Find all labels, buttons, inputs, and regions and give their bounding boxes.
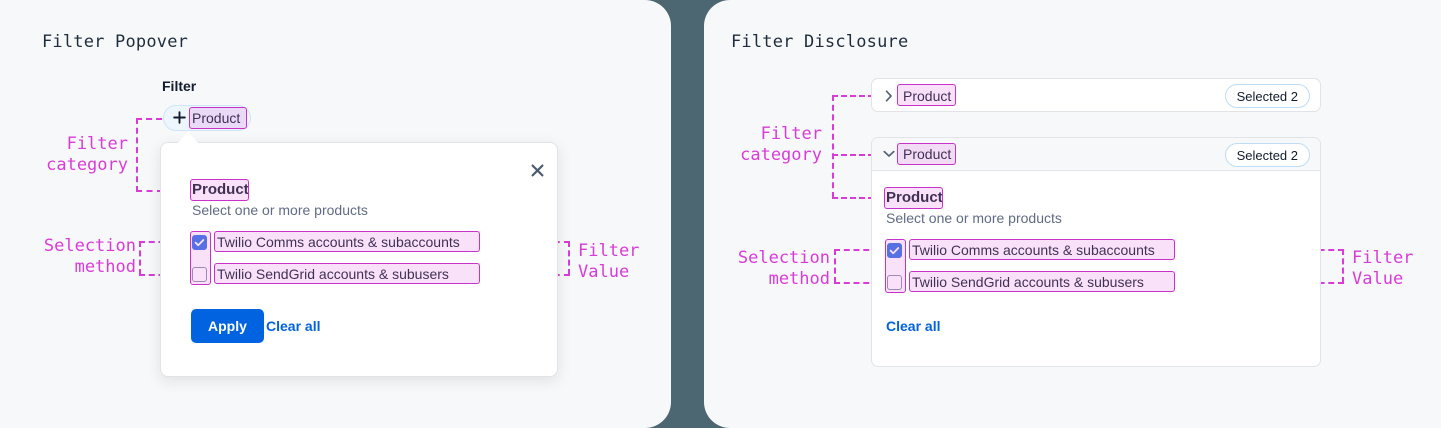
popover-subtext: Select one or more products [192, 202, 368, 218]
annotation-bracket-right-category-top [832, 95, 874, 97]
chevron-right-icon [883, 89, 895, 102]
chevron-down-icon [883, 150, 895, 158]
annotation-bracket-right-selection-top [834, 249, 879, 251]
annotation-bracket-left-selection-vertical [139, 241, 141, 275]
disclosure-expanded: Product Selected 2 [871, 137, 1321, 367]
annotation-bracket-right-selection-vertical [834, 249, 836, 283]
annotation-bracket-left-category-top [136, 118, 172, 120]
annotation-filter-category-left: Filter category [46, 134, 128, 175]
panel-title-right: Filter Disclosure [731, 32, 909, 52]
checkbox-label: Twilio SendGrid accounts & subusers [217, 266, 449, 282]
annotation-bracket-left-value-vertical [568, 241, 570, 275]
annotation-bracket-right-value-vertical [1342, 249, 1344, 283]
checkbox-label: Twilio Comms accounts & subaccounts [217, 234, 460, 250]
checkbox-label: Twilio Comms accounts & subaccounts [912, 242, 1155, 258]
checkbox-checked-icon[interactable] [192, 234, 207, 250]
checkbox-row-sendgrid[interactable]: Twilio SendGrid accounts & subusers [887, 274, 1144, 290]
checkbox-label: Twilio SendGrid accounts & subusers [912, 274, 1144, 290]
status-badge-selected: Selected 2 [1224, 143, 1310, 167]
annotation-bracket-right-category-mid [832, 154, 874, 156]
disclosure-body-subtext: Select one or more products [886, 210, 1062, 226]
filter-chip-label: Product [192, 110, 241, 126]
checkbox-unchecked-icon[interactable] [887, 274, 902, 290]
annotation-bracket-left-category-vertical [136, 118, 138, 192]
checkbox-row-comms[interactable]: Twilio Comms accounts & subaccounts [887, 242, 1155, 258]
checkbox-row-comms[interactable]: Twilio Comms accounts & subaccounts [192, 234, 460, 250]
popover-heading: Product [192, 181, 249, 198]
annotation-bracket-right-selection-bottom [834, 282, 879, 284]
annotation-bracket-right-category-bottom [832, 197, 874, 199]
disclosure-expanded-label: Product [903, 146, 952, 162]
disclosure-collapsed-header[interactable]: Product Selected 2 [872, 79, 1320, 112]
clear-all-link[interactable]: Clear all [886, 318, 941, 334]
annotation-filter-category-right: Filter category [740, 124, 822, 165]
checkbox-checked-icon[interactable] [887, 242, 902, 258]
filter-chip-product[interactable] [163, 105, 251, 131]
annotation-filter-value-right: Filter Value [1352, 248, 1414, 289]
disclosure-collapsed: Product Selected 2 [871, 78, 1321, 112]
annotation-bracket-right-category-vertical [832, 95, 834, 198]
status-badge-selected: Selected 2 [1224, 84, 1310, 108]
apply-button[interactable]: Apply [191, 309, 264, 343]
annotation-selection-method-right: Selection method [737, 248, 830, 289]
checkbox-unchecked-icon[interactable] [192, 266, 207, 282]
checkbox-row-sendgrid[interactable]: Twilio SendGrid accounts & subusers [192, 266, 449, 282]
disclosure-body-heading: Product [886, 189, 943, 206]
filter-caption: Filter [162, 78, 197, 94]
close-icon[interactable] [525, 158, 549, 182]
plus-icon [172, 110, 187, 125]
clear-all-link[interactable]: Clear all [266, 318, 321, 334]
disclosure-expanded-header[interactable]: Product Selected 2 [872, 138, 1320, 171]
annotation-selection-method-left: Selection method [43, 236, 136, 277]
disclosure-collapsed-label: Product [903, 87, 952, 104]
panel-title-left: Filter Popover [42, 32, 189, 52]
annotation-filter-value-left: Filter Value [578, 241, 640, 282]
